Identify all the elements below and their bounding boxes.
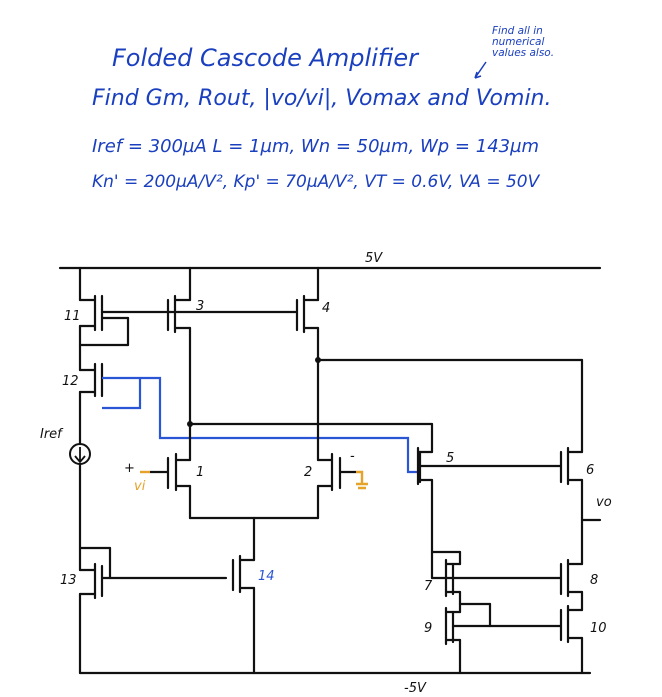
- vdd-label: 5V: [365, 251, 383, 266]
- label-m1: 1: [196, 465, 204, 480]
- label-m9: 9: [424, 621, 432, 636]
- note-line: Find all in: [492, 25, 543, 37]
- parameters-line-1: Iref = 300µA L = 1µm, Wn = 50µm, Wp = 14…: [92, 136, 540, 157]
- transistor-m7: [430, 550, 562, 606]
- transistor-m12: [78, 362, 104, 442]
- label-m7: 7: [424, 579, 433, 594]
- transistor-m4: [168, 266, 320, 462]
- label-m6: 6: [586, 463, 594, 478]
- label-m3: 3: [196, 299, 204, 314]
- current-arrow-icon: [74, 447, 86, 464]
- label-m8: 8: [590, 573, 598, 588]
- note-arrow-icon: [474, 61, 487, 79]
- transistor-m9: [444, 602, 562, 675]
- vss-label: -5V: [404, 681, 427, 696]
- task-text: Find Gm, Rout, |vo/vi|, Vomax and Vomin.: [92, 86, 552, 111]
- label-m4: 4: [322, 301, 330, 316]
- note-line: values also.: [492, 47, 555, 59]
- transistor-m10: [559, 604, 584, 675]
- junction-dot: [315, 357, 321, 363]
- transistor-m11: [78, 266, 172, 372]
- transistor-m6: [418, 446, 584, 566]
- cascode-bias-wire: [102, 376, 420, 474]
- side-note: Find all in numerical values also.: [492, 26, 554, 59]
- minus-sign: -: [350, 449, 355, 464]
- transistor-m13: [78, 546, 228, 675]
- plus-sign: +: [124, 461, 135, 476]
- transistor-m1: [148, 422, 192, 520]
- transistor-m8: [559, 558, 584, 612]
- label-m2: 2: [304, 465, 312, 480]
- transistor-m3: [166, 266, 192, 426]
- transistor-m14: [231, 554, 256, 675]
- note-line: numerical: [492, 36, 545, 48]
- page-title: Folded Cascode Amplifier: [112, 44, 418, 72]
- label-m10: 10: [590, 621, 607, 636]
- parameters-line-2: Kn' = 200µA/V², Kp' = 70µA/V², VT = 0.6V…: [92, 172, 540, 192]
- iref-label: Iref: [40, 427, 64, 442]
- label-m11: 11: [64, 309, 81, 324]
- transistor-m5: [416, 446, 434, 554]
- label-m5: 5: [446, 451, 454, 466]
- vin-label: vi: [134, 479, 146, 494]
- label-m14: 14: [258, 569, 275, 584]
- label-m13: 13: [60, 573, 77, 588]
- vout-label: vo: [596, 495, 612, 510]
- ground-icon: [356, 470, 368, 490]
- label-m12: 12: [62, 374, 79, 389]
- transistor-m2: [316, 452, 358, 520]
